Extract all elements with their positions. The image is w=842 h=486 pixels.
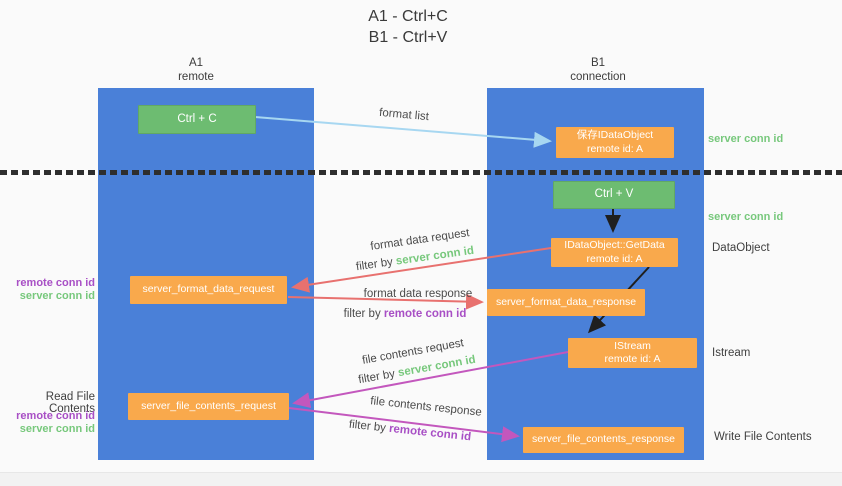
lane-b1-role: connection bbox=[570, 71, 626, 83]
node-istream-line1: IStream bbox=[614, 339, 651, 352]
lane-b1-name: B1 bbox=[590, 57, 606, 69]
annotation-write-file-contents: Write File Contents bbox=[714, 431, 812, 443]
node-server-format-data-response: server_format_data_response bbox=[487, 289, 645, 316]
lane-a1-name: A1 bbox=[188, 57, 204, 69]
node-istream-line2: remote id: A bbox=[604, 353, 661, 365]
node-idataobject-getdata-line1: IDataObject::GetData bbox=[564, 239, 665, 251]
bottom-strip bbox=[0, 472, 842, 486]
filter-prefix: filter by bbox=[343, 308, 381, 320]
title-line-2: B1 - Ctrl+V bbox=[368, 29, 448, 46]
machine-boundary-dotted-line bbox=[0, 170, 842, 175]
annotation-remote-conn-id-mid: remote conn id bbox=[16, 277, 95, 289]
node-server-file-contents-request: server_file_contents_request bbox=[128, 393, 289, 420]
edge-filter-format-data-response: filter by remote conn id bbox=[340, 308, 470, 320]
annotation-server-conn-id-mid: server conn id bbox=[708, 211, 784, 223]
annotation-read-file-contents: Read File Contents bbox=[45, 391, 95, 415]
annotation-left-conn-ids-bottom: remote conn id server conn id bbox=[0, 410, 95, 436]
annotation-server-conn-id-mid-left: server conn id bbox=[19, 290, 95, 302]
node-server-file-contents-response-label: server_file_contents_response bbox=[531, 433, 675, 446]
node-save-idataobject-line1: 保存IDataObject bbox=[576, 129, 654, 141]
lane-header-b1: B1 connection bbox=[538, 56, 658, 84]
node-ctrl-c-label: Ctrl + C bbox=[177, 112, 217, 125]
annotation-server-conn-id-bottom: server conn id bbox=[19, 423, 95, 435]
node-server-format-data-request-label: server_format_data_request bbox=[142, 283, 275, 296]
annotation-left-conn-ids-mid: remote conn id server conn id bbox=[0, 277, 95, 303]
node-server-format-data-request: server_format_data_request bbox=[130, 276, 287, 304]
annotation-istream: Istream bbox=[712, 347, 751, 359]
filter-key-server-conn-id: server conn id bbox=[395, 244, 475, 268]
filter-prefix: filter by bbox=[357, 367, 397, 387]
node-idataobject-getdata-line2: remote id: A bbox=[586, 252, 643, 265]
title-line-1: A1 - Ctrl+C bbox=[368, 8, 448, 25]
diagram-title: A1 - Ctrl+C B1 - Ctrl+V bbox=[308, 6, 508, 48]
edge-filter-file-contents-response: filter by remote conn id bbox=[348, 419, 473, 444]
node-idataobject-getdata: IDataObject::GetData remote id: A bbox=[551, 238, 678, 267]
edge-label-file-contents-response: file contents response bbox=[369, 395, 483, 419]
filter-key-remote-conn-id: remote conn id bbox=[388, 422, 472, 444]
filter-key-remote-conn-id: remote conn id bbox=[383, 308, 467, 320]
annotation-dataobject: DataObject bbox=[712, 242, 770, 254]
node-istream: IStream remote id: A bbox=[568, 338, 697, 368]
node-save-idataobject: 保存IDataObject remote id: A bbox=[556, 127, 674, 158]
node-server-file-contents-request-label: server_file_contents_request bbox=[141, 399, 276, 412]
node-server-file-contents-response: server_file_contents_response bbox=[523, 427, 684, 453]
filter-prefix: filter by bbox=[348, 418, 387, 435]
node-ctrl-v: Ctrl + V bbox=[553, 181, 675, 209]
node-save-idataobject-line2: remote id: A bbox=[586, 142, 644, 155]
filter-prefix: filter by bbox=[355, 256, 394, 274]
node-ctrl-v-label: Ctrl + V bbox=[594, 188, 634, 201]
node-server-format-data-response-label: server_format_data_response bbox=[495, 295, 637, 308]
node-ctrl-c: Ctrl + C bbox=[138, 105, 256, 134]
annotation-remote-conn-id-bottom: remote conn id bbox=[16, 410, 95, 422]
lane-header-a1: A1 remote bbox=[136, 56, 256, 84]
edge-label-format-list: format list bbox=[378, 106, 430, 124]
lane-a1-role: remote bbox=[178, 71, 214, 83]
annotation-server-conn-id-top: server conn id bbox=[708, 133, 784, 145]
edge-label-format-data-response: format data response bbox=[363, 288, 473, 300]
